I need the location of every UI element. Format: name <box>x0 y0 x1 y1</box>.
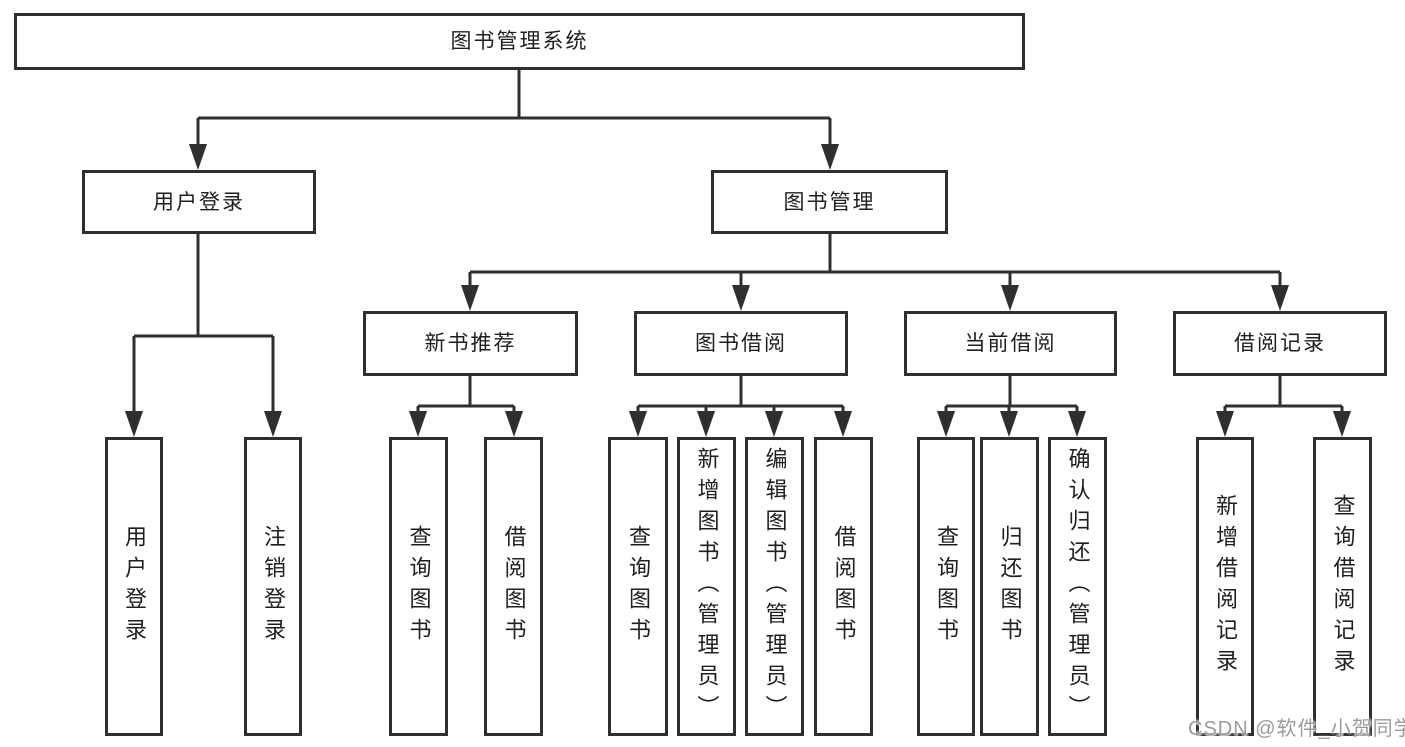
leaf-borrowing-add-books-admin: 新增图书（管理员） <box>677 437 736 736</box>
leaf-newbook-borrow-books: 借阅图书 <box>484 437 543 736</box>
leaf-label: 查询图书 <box>934 524 959 649</box>
node-new-book-recommendation: 新书推荐 <box>363 311 578 376</box>
node-label: 当前借阅 <box>964 332 1057 355</box>
leaf-records-query-borrow-record: 查询借阅记录 <box>1313 437 1372 736</box>
node-library-management-system: 图书管理系统 <box>14 13 1025 70</box>
leaf-current-return-books: 归还图书 <box>980 437 1039 736</box>
node-book-borrowing: 图书借阅 <box>634 311 848 376</box>
leaf-newbook-query-books: 查询图书 <box>389 437 448 736</box>
node-label: 用户登录 <box>153 190 245 214</box>
node-label: 借阅记录 <box>1234 332 1326 355</box>
leaf-label: 查询图书 <box>626 524 651 649</box>
node-label: 图书管理 <box>783 190 876 214</box>
node-label: 图书管理系统 <box>450 30 589 53</box>
leaf-label: 借阅图书 <box>831 524 857 649</box>
leaf-logout-login: 注销登录 <box>244 437 302 736</box>
leaf-borrowing-query-books: 查询图书 <box>608 437 668 736</box>
leaf-label: 注销登录 <box>261 524 286 649</box>
leaf-borrowing-borrow-books: 借阅图书 <box>814 437 873 736</box>
leaf-label: 归还图书 <box>997 524 1023 649</box>
csdn-watermark: CSDN @软件_小贺同学 <box>1188 718 1405 740</box>
node-label: 新书推荐 <box>424 332 517 355</box>
node-label: 图书借阅 <box>695 332 787 355</box>
leaf-label: 确认归还（管理员） <box>1065 447 1091 726</box>
leaf-borrowing-edit-books-admin: 编辑图书（管理员） <box>745 437 804 736</box>
leaf-label: 查询图书 <box>406 524 432 649</box>
node-borrowing-records: 借阅记录 <box>1173 311 1387 376</box>
leaf-label: 借阅图书 <box>501 524 527 649</box>
node-current-borrowing: 当前借阅 <box>904 311 1117 376</box>
node-user-login: 用户登录 <box>82 170 316 234</box>
leaf-records-add-borrow-record: 新增借阅记录 <box>1196 437 1254 736</box>
leaf-label: 新增图书（管理员） <box>694 447 720 726</box>
leaf-label: 用户登录 <box>122 524 147 649</box>
leaf-user-login: 用户登录 <box>105 437 163 736</box>
leaf-label: 编辑图书（管理员） <box>762 447 788 726</box>
leaf-current-confirm-return-admin: 确认归还（管理员） <box>1048 437 1107 736</box>
leaf-label: 查询借阅记录 <box>1330 493 1356 680</box>
node-book-management: 图书管理 <box>711 170 948 234</box>
leaf-current-query-books: 查询图书 <box>917 437 975 736</box>
leaf-label: 新增借阅记录 <box>1213 493 1238 680</box>
